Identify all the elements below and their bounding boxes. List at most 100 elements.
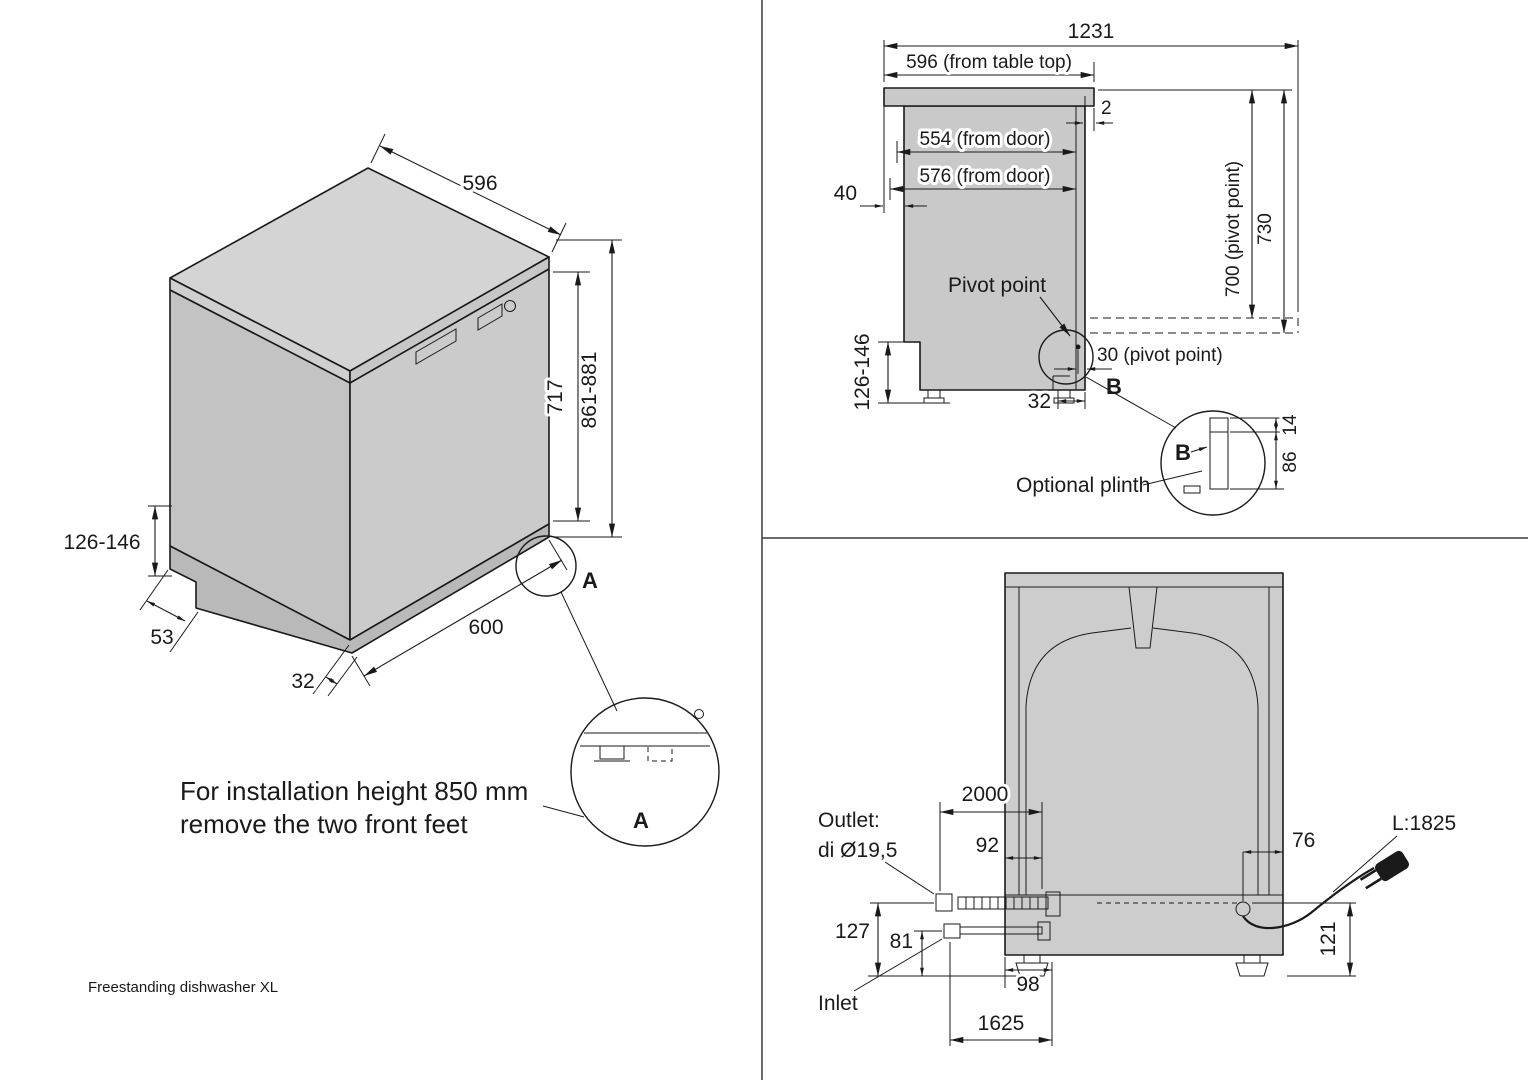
dim-plinth-height-iso: 126-146 — [60, 505, 172, 577]
dim-outlet-height: 127 — [832, 902, 1018, 977]
dim-inlet-height: 81 — [887, 927, 942, 976]
inlet-hose — [943, 921, 1051, 941]
cord-path — [1242, 867, 1375, 930]
dim-total-height-label: 861-881 — [578, 351, 601, 428]
rear-panel-arch-right — [1152, 627, 1259, 895]
dim-total-open-label: 1231 — [1068, 20, 1115, 43]
dim-door-height: 717 — [541, 271, 590, 522]
rear-cabinet — [1004, 572, 1284, 956]
inlet-fitting — [1037, 921, 1051, 941]
dishwasher-rear — [1004, 572, 1284, 977]
dim-foot-offset-label: 98 — [1016, 973, 1039, 996]
detail-a-zoom-circle — [570, 697, 720, 847]
dim-cord-offset-label: 76 — [1292, 829, 1315, 852]
dim-top-gap: 2 — [1066, 95, 1115, 131]
detail-b-marker-circle — [1038, 329, 1094, 385]
cord-length-label: L:1825 — [1392, 812, 1456, 835]
dim-foot-offset: 98 — [1004, 957, 1053, 1046]
dim-inlet-height-label: 81 — [890, 930, 913, 953]
dim-from-tabletop: 596 (from table top) — [884, 49, 1095, 82]
dim-total-open: 1231 — [883, 17, 1299, 312]
drawing-caption: Freestanding dishwasher XL — [88, 979, 278, 996]
dim-pivot-inset-label: 30 (pivot point) — [1097, 345, 1223, 366]
detail-a-callout: A A — [515, 535, 720, 847]
dishwasher-iso — [169, 167, 550, 654]
installation-note-line2: remove the two front feet — [180, 809, 468, 839]
dim-cord-height-label: 121 — [1317, 921, 1340, 956]
dim-foot-inset-side-label: 32 — [1028, 390, 1051, 413]
dim-pivot-inset: 30 (pivot point) — [1054, 342, 1226, 374]
control-panel — [477, 303, 503, 331]
dim-cord-height: 121 — [1252, 902, 1356, 977]
panel-dividers — [761, 0, 1528, 1080]
dim-back-overhang: 40 — [831, 106, 927, 213]
dim-inlet-hose-length: 1625 — [949, 942, 1052, 1046]
rear-right-foot — [1243, 954, 1261, 964]
pivot-point-label: Pivot point — [948, 274, 1046, 297]
detail-a-ref-big: A — [633, 808, 649, 833]
screw-hole-detail — [694, 709, 704, 719]
rear-foot-detail — [599, 745, 625, 760]
dim-554-label: 554 (from door) — [920, 129, 1051, 150]
dim-top-width: 596 — [370, 133, 567, 253]
dim-from-tabletop-label: 596 (from table top) — [906, 52, 1072, 73]
power-cord — [1242, 850, 1409, 930]
dim-outlet-height-label: 127 — [835, 920, 870, 943]
dim-front-recess: 32 — [288, 644, 358, 697]
side-front-foot — [1057, 389, 1071, 399]
rear-panel-arch-left — [1025, 627, 1132, 895]
dim-foot-depth: 53 — [139, 569, 199, 653]
detail-b-callout: B B Optional plinth 14 86 — [1016, 329, 1304, 516]
door-handle — [415, 328, 457, 365]
dim-cord-offset: 76 — [1242, 826, 1318, 901]
dim-door-height-label: 717 — [544, 379, 567, 414]
detail-a-marker-circle — [515, 535, 577, 597]
dim-plinth-piece-label: 86 — [1280, 451, 1301, 472]
door-knob — [504, 300, 516, 312]
dim-drain-offset: 92 — [973, 831, 1042, 860]
installation-note: For installation height 850 mm remove th… — [180, 776, 585, 839]
dim-inlet-hose-label: 1625 — [978, 1012, 1025, 1035]
inlet-connector — [943, 923, 961, 939]
dim-576-label: 576 (from door) — [920, 166, 1051, 187]
dim-back-overhang-label: 40 — [834, 182, 857, 205]
pivot-point-dot — [1075, 344, 1081, 350]
dim-foot-depth-label: 53 — [150, 626, 173, 649]
dim-plinth-height-side-label: 126-146 — [851, 333, 874, 410]
dim-drain-offset-label: 92 — [976, 834, 999, 857]
inlet-callout: Inlet — [818, 938, 943, 1015]
dim-plinth-gap-label: 14 — [1280, 414, 1301, 436]
dim-pivot-height: 700 (pivot point) 730 — [1098, 89, 1292, 333]
power-plug-icon — [1359, 850, 1409, 890]
dim-pivot-height-label: 700 (pivot point) — [1223, 161, 1244, 297]
detail-b-ref-big: B — [1175, 440, 1191, 465]
side-view-panel: 1231 596 (from table top) 2 554 (from do… — [831, 17, 1304, 516]
dim-drain-hose-length: 2000 — [939, 780, 1043, 891]
removable-front-foot-detail — [647, 745, 673, 762]
cord-length-callout: L:1825 — [1332, 812, 1456, 893]
detail-b-zoom-circle — [1160, 410, 1266, 516]
drain-fitting — [1045, 891, 1061, 917]
dim-554: 554 (from door) — [896, 126, 1076, 163]
dim-top-gap-label: 2 — [1101, 98, 1112, 119]
dim-730-label: 730 — [1255, 213, 1276, 245]
rear-left-foot — [1023, 954, 1041, 964]
dim-plinth-height-iso-label: 126-146 — [63, 531, 140, 554]
outlet-label-line2: di Ø19,5 — [818, 839, 897, 862]
dim-depth-label: 600 — [468, 616, 503, 639]
inlet-pipe — [959, 926, 1043, 935]
drain-hose-tube — [957, 896, 1049, 910]
rear-channel — [1128, 586, 1158, 649]
outlet-callout: Outlet: di Ø19,5 — [818, 809, 935, 895]
dim-plinth-height-side: 126-146 — [848, 330, 950, 414]
outlet-connector — [935, 893, 953, 912]
dim-foot-inset-side: 32 — [1025, 387, 1086, 416]
foot-pad-detail — [1183, 485, 1201, 494]
dim-576: 576 (from door) — [889, 163, 1076, 200]
drain-hose — [935, 891, 1061, 917]
side-tabletop — [883, 87, 1095, 107]
detail-b-ref: B — [1106, 374, 1122, 399]
dim-depth: 600 — [351, 539, 568, 687]
